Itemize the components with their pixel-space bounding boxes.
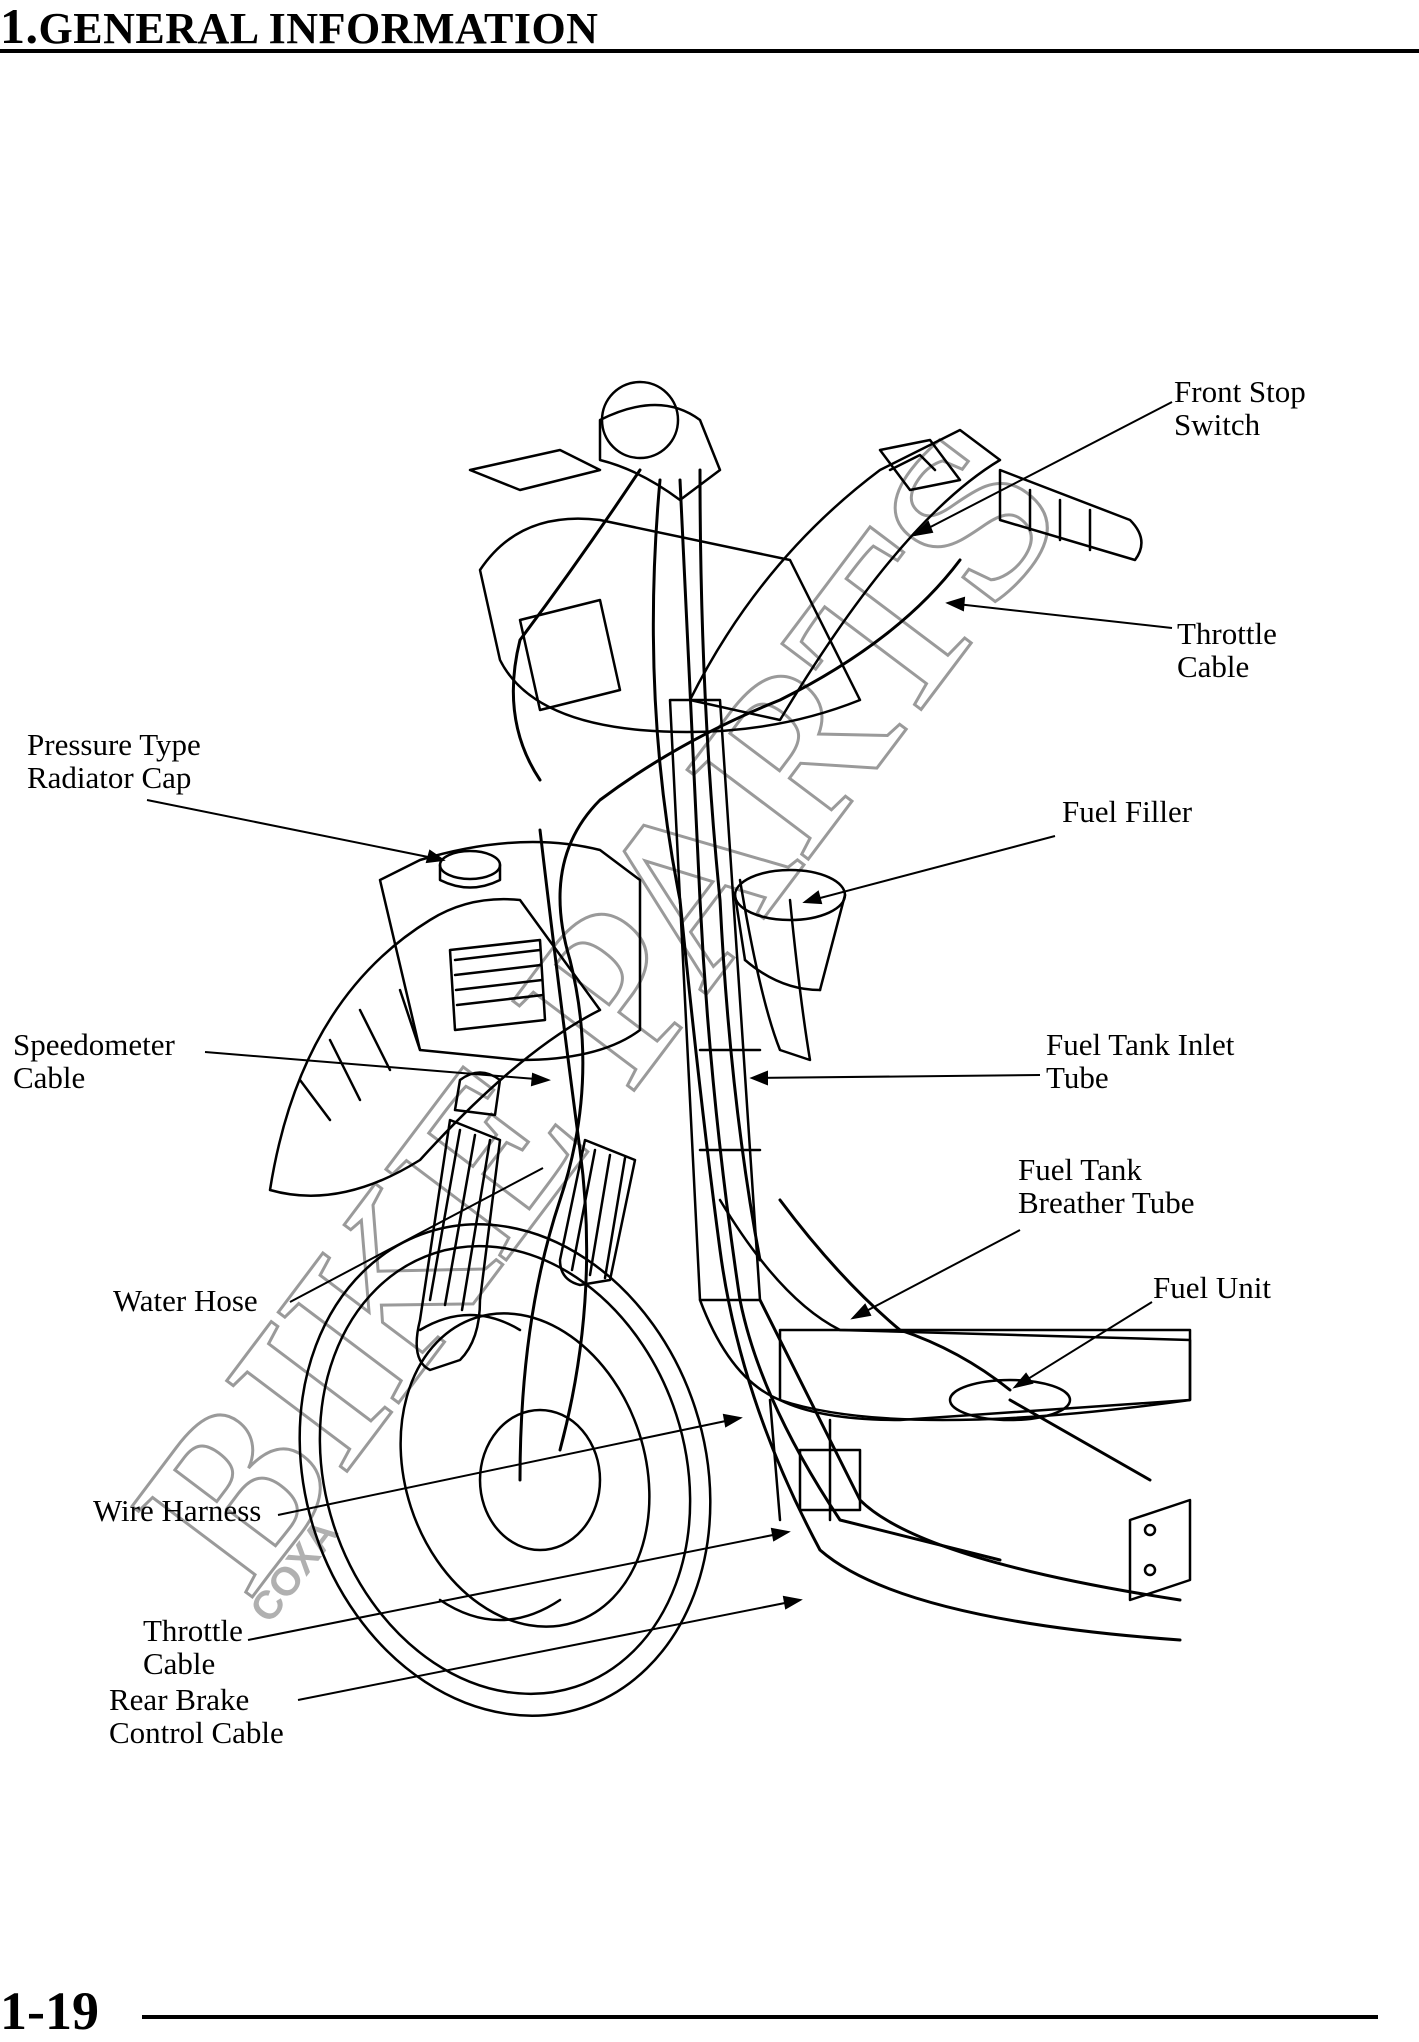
wheel-rim	[399, 1312, 651, 1628]
label-fuel-tank-breather-tube: Fuel Tank Breather Tube	[1018, 1152, 1195, 1220]
leader-radiator-cap	[146, 799, 444, 861]
headlight-housing	[478, 517, 862, 734]
label-rear-brake-control-cable: Rear Brake Control Cable	[109, 1682, 284, 1750]
page-number: 1-19	[0, 1981, 99, 2041]
radiator-cap	[438, 849, 502, 881]
right-grip	[998, 468, 1143, 562]
page-header: 1.GENERAL INFORMATION	[0, 0, 1419, 60]
label-throttle-cable-top: Throttle Cable	[1177, 616, 1277, 684]
leader-throttle-cable-bottom	[247, 1531, 789, 1641]
leader-fuel-tank-breather-tube	[852, 1229, 1021, 1319]
leader-front-stop-switch	[914, 401, 1173, 536]
left-brake-lever	[468, 448, 602, 492]
label-water-hose: Water Hose	[113, 1283, 258, 1318]
scooter-drawing	[268, 380, 1192, 1717]
section-heading: 1.GENERAL INFORMATION	[0, 0, 598, 55]
leader-wire-harness	[277, 1417, 741, 1516]
fork-left	[415, 1118, 502, 1372]
front-tire	[298, 1223, 712, 1717]
section-title: GENERAL INFORMATION	[38, 4, 599, 53]
fuel-tank	[778, 1328, 1192, 1422]
leader-lines	[146, 401, 1173, 1701]
radiator-housing	[378, 840, 642, 1062]
leader-fuel-unit	[1014, 1301, 1153, 1388]
frame-tube	[698, 1198, 1192, 1422]
left-grip-end	[600, 380, 680, 460]
label-front-stop-switch: Front Stop Switch	[1174, 374, 1306, 442]
label-throttle-cable-bottom: Throttle Cable	[143, 1613, 243, 1681]
header-rule	[0, 49, 1419, 53]
label-wire-harness: Wire Harness	[93, 1493, 262, 1528]
leader-throttle-cable-top	[947, 602, 1173, 629]
handlebar	[688, 428, 1002, 722]
fork-right	[558, 1138, 637, 1287]
leader-fuel-filler	[804, 835, 1056, 903]
fuel-unit-plate	[948, 1378, 1072, 1422]
leader-rear-brake-control-cable	[297, 1599, 801, 1701]
label-pressure-type-radiator-cap: Pressure Type Radiator Cap	[27, 727, 201, 795]
rear-bracket	[1128, 1498, 1192, 1602]
front-fender	[268, 897, 602, 1197]
watermark-text: BIKE PARTS	[86, 389, 1109, 1630]
fuel-tank-inlet-tube	[738, 878, 812, 1062]
label-fuel-tank-inlet-tube: Fuel Tank Inlet Tube	[1046, 1027, 1235, 1095]
watermark: BIKE PARTS	[85, 388, 1111, 1632]
footer-rule	[142, 2015, 1378, 2019]
front-tire-inner	[318, 1244, 692, 1696]
wheel-hub	[478, 1408, 602, 1552]
left-handlebar	[598, 403, 722, 502]
section-number: 1.	[0, 0, 39, 54]
leader-fuel-tank-inlet-tube	[751, 1074, 1041, 1079]
leader-water-hose	[289, 1167, 544, 1303]
label-speedometer-cable: Speedometer Cable	[13, 1027, 175, 1095]
leader-speedometer-cable	[204, 1051, 549, 1081]
brake-lever	[878, 438, 962, 492]
label-fuel-filler: Fuel Filler	[1062, 794, 1193, 829]
label-fuel-unit: Fuel Unit	[1153, 1270, 1271, 1305]
cable-bundle	[511, 468, 1182, 1642]
